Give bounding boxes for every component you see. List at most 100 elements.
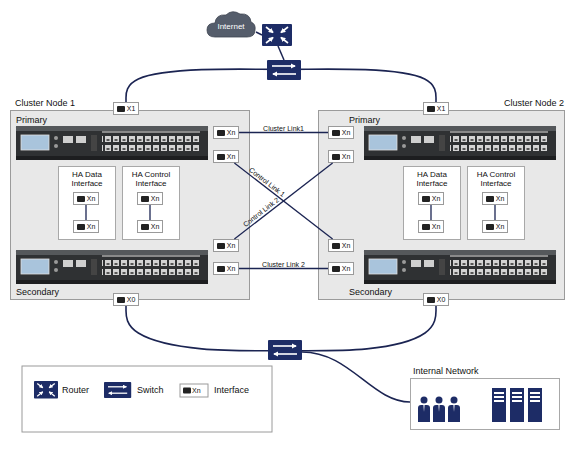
interface-port: X1 — [113, 102, 139, 115]
interface-name: Xn — [342, 153, 351, 160]
interface-port: X1 — [423, 102, 449, 115]
legend-text: Router — [62, 384, 89, 397]
interface-name: X0 — [437, 296, 446, 303]
user-icon — [433, 397, 445, 423]
server-icon — [492, 388, 506, 422]
user-icon — [418, 397, 430, 423]
uplink-wire — [278, 46, 284, 60]
user-icon — [448, 397, 460, 423]
interface-name: Xn — [87, 195, 96, 202]
link-line — [234, 163, 332, 239]
unit-role-label: Secondary — [16, 287, 59, 298]
unit-role-label: Primary — [349, 115, 380, 126]
interface-port: Xn — [137, 192, 163, 205]
interface-port: Xn — [482, 192, 508, 205]
link-line — [149, 205, 150, 220]
network-title: Internal Network — [413, 366, 479, 377]
interface-name: Xn — [227, 265, 236, 272]
internet-cloud: Internet — [205, 8, 257, 40]
router-symbol — [262, 24, 292, 46]
group-title: HA Data Interface — [59, 167, 115, 188]
firewall-appliance — [16, 126, 208, 160]
interface-port: Xn — [137, 220, 163, 233]
cluster-node: Cluster Node 1PrimarySecondaryX1XnXnHA D… — [10, 110, 250, 300]
legend-text: Interface — [214, 384, 249, 397]
internal-network: Internal Network — [410, 378, 560, 430]
interface-name: Xn — [432, 223, 441, 230]
interface-name: X1 — [127, 105, 136, 112]
unit-role-label: Primary — [16, 115, 47, 126]
node-title: Cluster Node 1 — [15, 98, 75, 109]
link-line — [494, 205, 495, 220]
link-line — [234, 163, 332, 239]
interface-name: Xn — [192, 384, 201, 397]
interface-name: X0 — [127, 296, 136, 303]
router-symbol — [34, 381, 58, 399]
server-icon — [510, 388, 524, 422]
ha-interface-group: HA Control InterfaceXnXn — [467, 166, 525, 240]
firewall-appliance — [364, 250, 556, 284]
uplink-wire — [256, 32, 262, 35]
link-line — [430, 205, 431, 220]
port-icon — [183, 388, 191, 394]
link-label: Cluster Link 2 — [262, 260, 305, 267]
server-icon — [528, 388, 542, 422]
interface-name: Xn — [432, 195, 441, 202]
cloud-label: Internet — [205, 8, 257, 40]
interface-port: Xn — [213, 150, 239, 163]
interface-port: X0 — [423, 293, 449, 306]
interface-port: Xn — [328, 239, 354, 252]
interface-port: Xn — [213, 262, 239, 275]
group-title: HA Control Interface — [468, 167, 524, 188]
interface-port: X0 — [113, 293, 139, 306]
interface-name: Xn — [151, 223, 160, 230]
legend-text: Switch — [137, 384, 164, 397]
interface-port: Xn — [482, 220, 508, 233]
interface-port: Xn — [418, 192, 444, 205]
unit-role-label: Secondary — [349, 287, 392, 298]
interface-port: Xn — [73, 192, 99, 205]
group-title: HA Data Interface — [404, 167, 460, 188]
interface-name: Xn — [342, 129, 351, 136]
link-line — [126, 69, 436, 102]
interface-name: Xn — [151, 195, 160, 202]
node-title: Cluster Node 2 — [504, 98, 564, 109]
interface-name: Xn — [496, 195, 505, 202]
link-line — [239, 268, 328, 269]
link-label: Control Link 1 — [248, 166, 286, 198]
ha-interface-group: HA Control InterfaceXnXn — [122, 166, 180, 240]
switch-symbol — [104, 382, 131, 398]
link-line — [239, 132, 328, 133]
interface-name: Xn — [227, 129, 236, 136]
link-line — [126, 306, 436, 351]
interface-port: Xn — [328, 126, 354, 139]
link-line — [85, 205, 86, 220]
interface-port: Xn — [213, 126, 239, 139]
interface-port: Xn — [213, 239, 239, 252]
interface-name: Xn — [227, 153, 236, 160]
interface-port: Xn — [73, 220, 99, 233]
interface-port: Xn — [418, 220, 444, 233]
interface-name: Xn — [227, 242, 236, 249]
cluster-node: Cluster Node 2PrimarySecondaryX1XnXnHA D… — [318, 110, 565, 300]
interface-port: Xn — [328, 262, 354, 275]
interface-name: Xn — [496, 223, 505, 230]
interface-symbol — [180, 384, 208, 397]
ha-interface-group: HA Data InterfaceXnXn — [403, 166, 461, 240]
interface-name: X1 — [437, 105, 446, 112]
interface-name: Xn — [342, 265, 351, 272]
group-title: HA Control Interface — [123, 167, 179, 188]
firewall-appliance — [16, 250, 208, 284]
switch-symbol — [267, 60, 301, 80]
firewall-appliance — [364, 126, 556, 160]
interface-port: Xn — [328, 150, 354, 163]
interface-name: Xn — [87, 223, 96, 230]
link-label: Cluster Link1 — [263, 124, 304, 131]
lan-wire — [302, 352, 410, 402]
interface-name: Xn — [342, 242, 351, 249]
legend-frame — [22, 366, 272, 432]
ha-interface-group: HA Data InterfaceXnXn — [58, 166, 116, 240]
switch-symbol — [268, 340, 302, 360]
